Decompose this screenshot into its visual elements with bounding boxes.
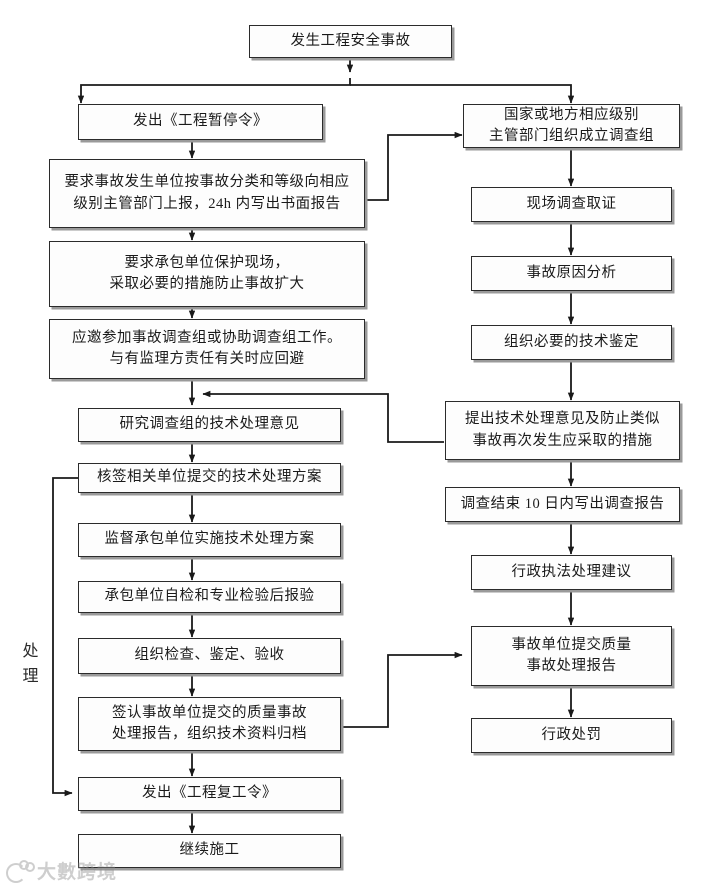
node-L3-line-0: 要求承包单位保护现场， [124,254,290,271]
node-R2-line-0: 现场调查取证 [526,195,617,212]
node-establish-investigation-group[interactable]: 国家或地方相应级别 主管部门组织成立调查组 [463,104,680,148]
node-propose-measures[interactable]: 提出技术处理意见及防止类似 事故再次发生应采取的措施 [445,401,680,460]
node-L6-line-0: 核签相关单位提交的技术处理方案 [97,469,322,486]
node-L12-line-0: 继续施工 [179,842,240,859]
node-L2-line-1: 级别主管部门上报，24h 内写出书面报告 [73,195,341,212]
node-R3-line-0: 事故原因分析 [526,264,617,281]
watermark-logo-icon [6,859,35,883]
node-require-report-24h[interactable]: 要求事故发生单位按事故分类和等级向相应 级别主管部门上报，24h 内写出书面报告 [49,159,365,228]
node-issue-resumption-order[interactable]: 发出《工程复工令》 [78,777,341,811]
node-R5-line-0: 提出技术处理意见及防止类似 [465,411,660,428]
node-countersign-technical-plan[interactable]: 核签相关单位提交的技术处理方案 [78,463,341,493]
node-R8-line-1: 事故处理报告 [526,658,617,674]
node-technical-appraisal[interactable]: 组织必要的技术鉴定 [471,325,672,360]
node-investigation-report-10days[interactable]: 调查结束 10 日内写出调查报告 [445,487,680,522]
edge-start-to-R1 [350,84,575,104]
node-contractor-self-inspection[interactable]: 承包单位自检和专业检验后报验 [78,581,341,613]
node-R1-line-1: 主管部门组织成立调查组 [489,128,654,144]
node-L2-line-0: 要求事故发生单位按事故分类和等级向相应 [64,174,350,191]
node-R7-line-0: 行政执法处理建议 [511,563,632,580]
node-administrative-penalty[interactable]: 行政处罚 [471,718,672,753]
node-L4-line-0: 应邀参加事故调查组或协助调查组工作。 [72,329,342,346]
node-L7-line-0: 监督承包单位实施技术处理方案 [104,531,315,548]
node-L11-line-0: 发出《工程复工令》 [142,785,277,802]
node-L10-line-0: 签认事故单位提交的质量事故 [112,704,307,721]
node-L1-line-0: 发出《工程暂停令》 [133,113,268,130]
node-R1-line-0: 国家或地方相应级别 [504,106,639,123]
node-L3-line-1: 采取必要的措施防止事故扩大 [109,276,305,292]
node-R8-line-0: 事故单位提交质量 [511,636,632,653]
node-accident-unit-submit-report[interactable]: 事故单位提交质量 事故处理报告 [471,626,672,686]
node-protect-site[interactable]: 要求承包单位保护现场， 采取必要的措施防止事故扩大 [49,241,365,307]
node-sign-quality-accident-report[interactable]: 签认事故单位提交的质量事故 处理报告，组织技术资料归档 [78,697,341,751]
node-R4-line-0: 组织必要的技术鉴定 [504,333,639,350]
node-start[interactable]: 发生工程安全事故 [249,25,452,58]
node-R6-line-0: 调查结束 10 日内写出调查报告 [460,495,665,512]
node-R5-line-1: 事故再次发生应采取的措施 [472,432,653,449]
node-join-investigation-group[interactable]: 应邀参加事故调查组或协助调查组工作。 与有监理方责任有关时应回避 [49,319,365,379]
node-L10-line-1: 处理报告，组织技术资料归档 [112,726,307,742]
watermark: 大數跨境 [6,857,117,884]
node-L9-line-0: 组织检查、鉴定、验收 [134,647,285,664]
edge-L10-to-R8 [336,651,463,728]
edge-L2-to-R1 [365,131,463,201]
node-site-investigation-evidence[interactable]: 现场调查取证 [471,187,672,222]
node-law-enforcement-suggestion[interactable]: 行政执法处理建议 [471,555,672,590]
node-L8-line-0: 承包单位自检和专业检验后报验 [104,588,315,605]
node-L5-line-0: 研究调查组的技术处理意见 [119,416,300,433]
edge-start-to-L1 [77,78,351,104]
side-label-processing: 处理 [22,643,40,685]
edge-L6-loop-to-L11 [52,477,78,797]
node-study-technical-opinions[interactable]: 研究调查组的技术处理意见 [78,408,341,442]
node-supervise-implementation[interactable]: 监督承包单位实施技术处理方案 [78,523,341,557]
node-continue-construction[interactable]: 继续施工 [78,834,341,868]
watermark-text: 大數跨境 [37,862,118,883]
node-start-line-0: 发生工程安全事故 [290,32,411,49]
node-organize-inspection-acceptance[interactable]: 组织检查、鉴定、验收 [78,638,341,674]
node-R9-line-0: 行政处罚 [541,726,602,743]
node-accident-cause-analysis[interactable]: 事故原因分析 [471,256,672,291]
node-issue-suspension-order[interactable]: 发出《工程暂停令》 [78,104,323,140]
node-L4-line-1: 与有监理方责任有关时应回避 [109,351,305,367]
